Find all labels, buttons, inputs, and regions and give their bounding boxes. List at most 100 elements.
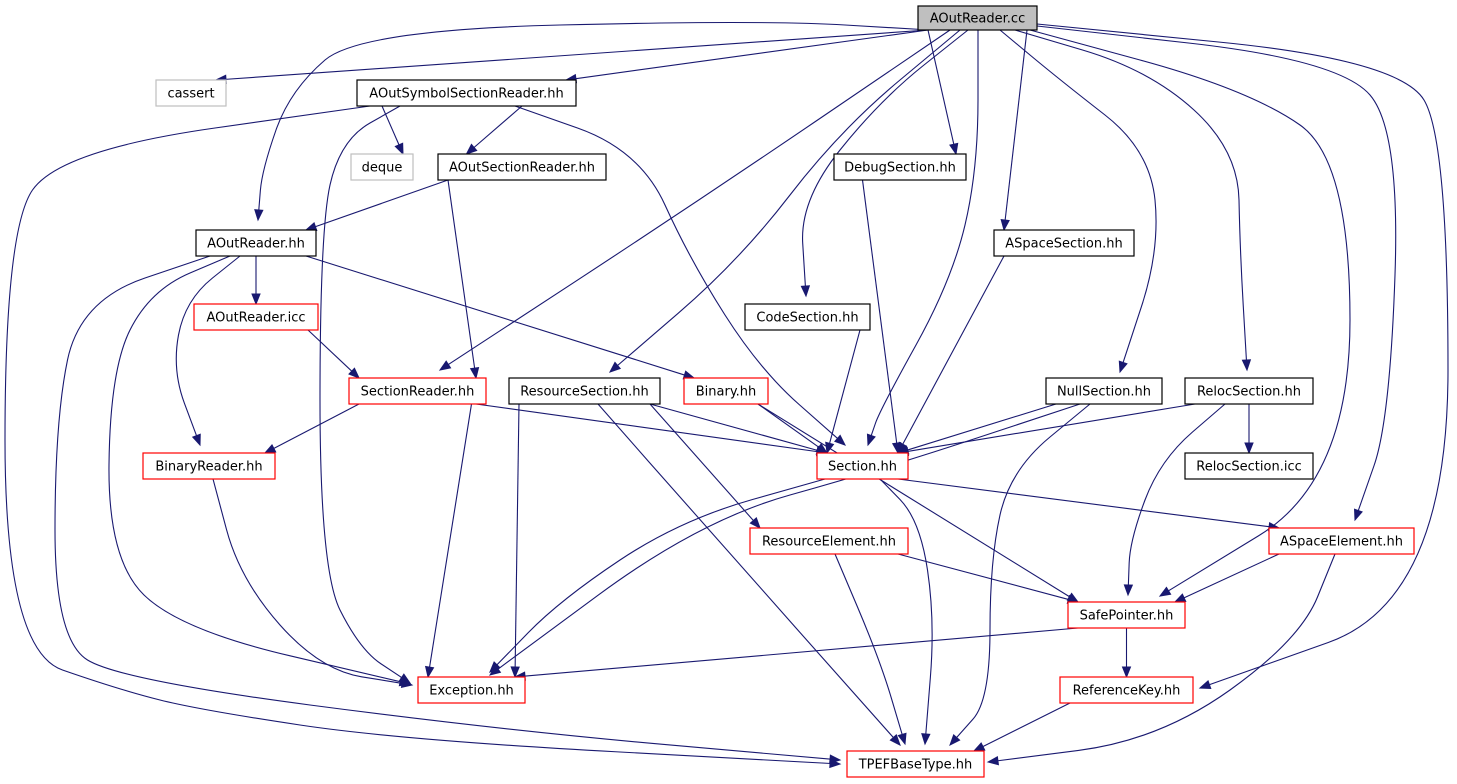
- node-box: [749, 527, 909, 555]
- node-box: [744, 303, 871, 331]
- edge-arrowhead: [348, 367, 360, 379]
- edge-line: [1014, 29, 1248, 362]
- edge-line: [996, 553, 1336, 762]
- edge-aoutreader-cc-to-aspacesection-hh: [1000, 29, 1028, 232]
- edge-resourcesection-hh-to-tpefbasetype-hh: [597, 403, 901, 747]
- edge-arrowhead: [1241, 359, 1252, 372]
- node-box: [1184, 377, 1314, 405]
- edge-line: [514, 403, 520, 669]
- edge-sectionreader-hh-to-exception-hh: [424, 403, 473, 679]
- edge-arrowhead: [424, 665, 435, 679]
- node-binaryreader-hh[interactable]: BinaryReader.hh: [142, 452, 276, 480]
- node-label: AOutSymbolSectionReader.hh: [369, 87, 563, 102]
- edge-arrowhead: [897, 732, 907, 746]
- edge-line: [523, 627, 1079, 677]
- edge-line: [258, 21, 931, 212]
- edge-resourceelement-hh-to-tpefbasetype-hh: [834, 553, 907, 746]
- edge-arrowhead: [400, 678, 414, 688]
- edge-line: [906, 403, 1196, 453]
- edge-resourceelement-hh-to-safepointer-hh: [897, 553, 1080, 604]
- edge-arrowhead: [1353, 508, 1363, 522]
- edge-line: [757, 403, 820, 449]
- node-box: [846, 750, 985, 778]
- edge-safepointer-hh-to-exception-hh: [513, 627, 1079, 681]
- node-box: [833, 153, 967, 181]
- node-label: RelocSection.icc: [1196, 460, 1302, 475]
- edge-line: [307, 329, 353, 373]
- edge-arrowhead: [949, 734, 961, 747]
- node-label: cassert: [167, 87, 214, 102]
- edge-arrowhead: [749, 517, 761, 530]
- edge-line: [828, 329, 861, 445]
- edge-line: [802, 29, 969, 288]
- edge-line: [1182, 553, 1280, 599]
- node-label: ResourceSection.hh: [520, 385, 649, 400]
- node-aspacesection-hh[interactable]: ASpaceSection.hh: [993, 229, 1135, 257]
- node-label: TPEFBaseType.hh: [858, 758, 973, 773]
- edge-arrowhead: [510, 666, 520, 679]
- edge-line: [999, 29, 1157, 364]
- edge-arrowhead: [1121, 666, 1132, 679]
- node-resourcesection-hh[interactable]: ResourceSection.hh: [508, 377, 661, 405]
- edge-line: [472, 105, 523, 149]
- edge-line: [314, 179, 449, 228]
- node-aoutreader-icc[interactable]: AOutReader.icc: [193, 303, 319, 331]
- node-label: AOutReader.cc: [930, 12, 1025, 27]
- edge-aoutsectionreader-hh-to-aoutreader-hh: [304, 179, 449, 231]
- node-relocsection-icc[interactable]: RelocSection.icc: [1184, 452, 1314, 480]
- node-debugsection-hh[interactable]: DebugSection.hh: [833, 153, 967, 181]
- node-resourceelement-hh[interactable]: ResourceElement.hh: [749, 527, 909, 555]
- edge-line: [175, 255, 241, 437]
- edge-resourcesection-hh-to-resourceelement-hh: [649, 403, 761, 530]
- node-sectionreader-hh[interactable]: SectionReader.hh: [348, 377, 487, 405]
- node-label: SectionReader.hh: [361, 385, 475, 400]
- node-box: [356, 79, 577, 107]
- edge-line: [861, 179, 898, 445]
- edge-arrowhead: [1158, 586, 1172, 597]
- edge-arrowhead: [1173, 593, 1187, 603]
- node-box: [155, 79, 227, 107]
- edge-nullsection-hh-to-tpefbasetype-hh: [949, 403, 1091, 747]
- edge-aoutreader-cc-to-sectionreader-hh: [438, 29, 951, 371]
- node-binary-hh[interactable]: Binary.hh: [683, 377, 769, 405]
- edge-relocsection-hh-to-section-hh: [896, 403, 1196, 456]
- node-box: [816, 452, 909, 480]
- node-codesection-hh[interactable]: CodeSection.hh: [744, 303, 871, 331]
- node-nullsection-hh[interactable]: NullSection.hh: [1045, 377, 1163, 405]
- edge-safepointer-hh-to-referencekey-hh: [1121, 628, 1132, 679]
- edge-arrowhead: [608, 361, 622, 373]
- edge-line: [108, 255, 402, 683]
- edge-line: [649, 403, 755, 522]
- node-referencekey-hh[interactable]: ReferenceKey.hh: [1059, 676, 1194, 704]
- node-box: [193, 303, 319, 331]
- node-box: [142, 452, 276, 480]
- edge-line: [319, 105, 403, 679]
- node-aoutsymbolsectionreader-hh[interactable]: AOutSymbolSectionReader.hh: [356, 79, 577, 107]
- node-cassert: cassert: [155, 79, 227, 107]
- node-aoutreader-hh[interactable]: AOutReader.hh: [195, 229, 317, 257]
- edge-arrowhead: [489, 661, 501, 673]
- node-label: NullSection.hh: [1057, 385, 1151, 400]
- edge-line: [381, 105, 400, 146]
- node-section-hh[interactable]: Section.hh: [816, 452, 909, 480]
- edge-arrowhead: [1198, 680, 1212, 689]
- node-exception-hh[interactable]: Exception.hh: [417, 676, 526, 704]
- edge-line: [1004, 29, 1028, 222]
- node-aspaceelement-hh[interactable]: ASpaceElement.hh: [1268, 527, 1415, 555]
- node-relocsection-hh[interactable]: RelocSection.hh: [1184, 377, 1314, 405]
- edge-arrowhead: [394, 142, 404, 156]
- node-deque: deque: [350, 153, 414, 181]
- node-label: RelocSection.hh: [1197, 385, 1301, 400]
- edge-line: [1036, 23, 1449, 686]
- node-safepointer-hh[interactable]: SafePointer.hh: [1067, 601, 1186, 629]
- node-aoutsectionreader-hh[interactable]: AOutSectionReader.hh: [437, 153, 607, 181]
- node-label: SafePointer.hh: [1080, 609, 1174, 624]
- node-tpefbasetype-hh[interactable]: TPEFBaseType.hh: [846, 750, 985, 778]
- edge-binary-hh-to-section-hh: [757, 403, 829, 454]
- edge-line: [54, 255, 832, 760]
- edge-line: [1036, 25, 1397, 512]
- edge-arrowhead: [1123, 584, 1134, 597]
- edge-arrowhead: [251, 293, 261, 306]
- edge-aoutreader-hh-to-binaryreader-hh: [175, 255, 241, 447]
